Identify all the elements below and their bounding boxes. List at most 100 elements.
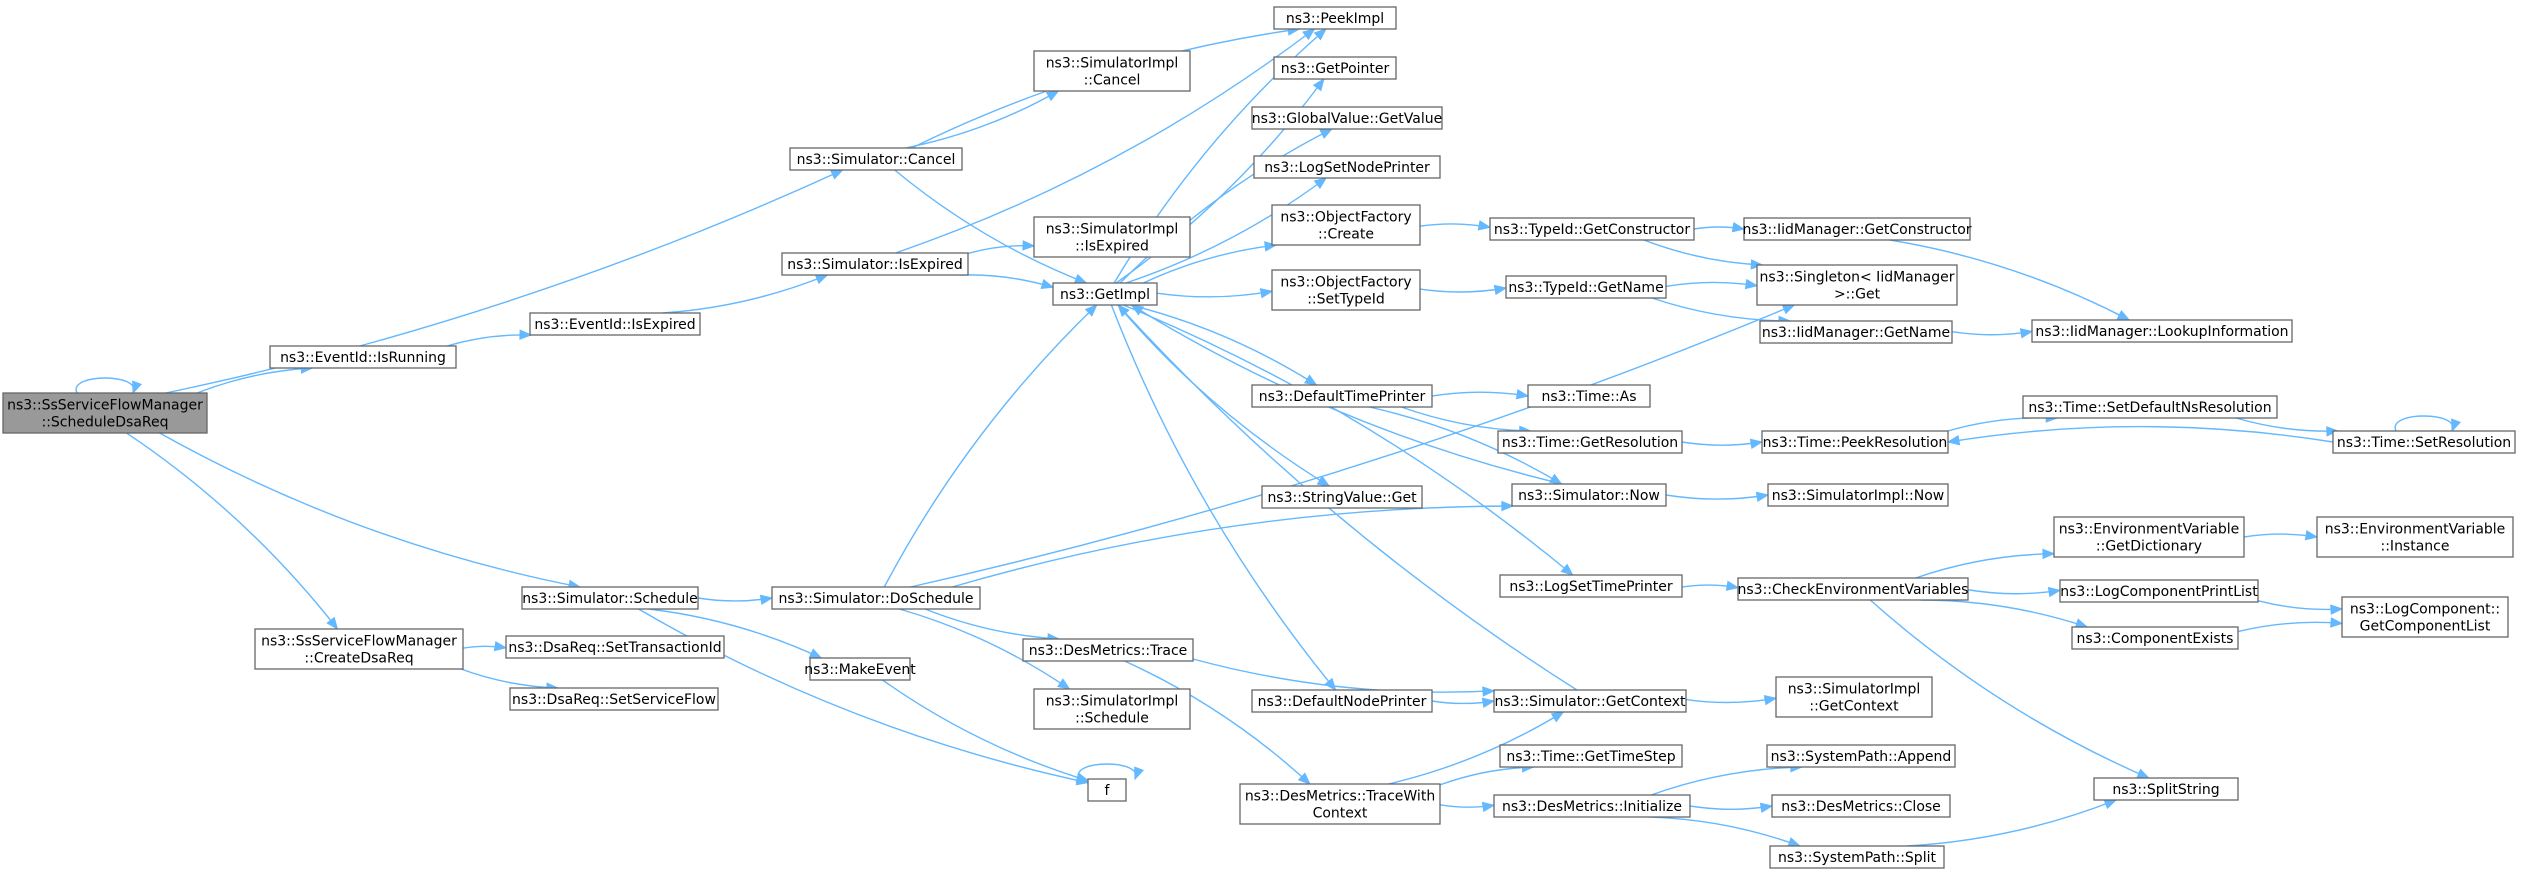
edge-iidGetName-to-iidLookup-arrowhead	[2019, 328, 2034, 339]
node-label: ns3::SimulatorImpl	[1046, 694, 1179, 710]
node-envGetDictionary[interactable]: ns3::EnvironmentVariable::GetDictionary	[2053, 516, 2245, 558]
node-label: ns3::DsaReq::SetTransactionId	[508, 640, 721, 656]
node-typeGetName[interactable]: ns3::TypeId::GetName	[1505, 275, 1667, 299]
node-eventIsExpired[interactable]: ns3::EventId::IsExpired	[529, 312, 701, 336]
node-implGetContext[interactable]: ns3::SimulatorImpl::GetContext	[1775, 676, 1933, 718]
edge-simIsExpired-to-implIsExpired-arrowhead	[1022, 240, 1036, 251]
node-getPointer[interactable]: ns3::GetPointer	[1273, 56, 1397, 80]
edge-getImpl-to-getPointer-arrowhead	[1312, 77, 1325, 92]
node-label: ns3::GlobalValue::GetValue	[1252, 111, 1442, 127]
edge-envGetDictionary-to-envInstance-arrowhead	[2304, 530, 2319, 541]
edge-typeGetName-to-singletonGet-arrowhead	[1744, 278, 1759, 290]
node-splitString[interactable]: ns3::SplitString	[2093, 777, 2239, 801]
edge-traceWithContext-to-desInitialize-arrowhead	[1481, 801, 1496, 813]
node-peekImpl[interactable]: ns3::PeekImpl	[1273, 6, 1397, 30]
node-box	[1511, 483, 1667, 507]
node-simGetContext[interactable]: ns3::Simulator::GetContext	[1493, 689, 1687, 713]
node-logGetComponentList[interactable]: ns3::LogComponent::GetComponentList	[2341, 596, 2509, 638]
node-desInitialize[interactable]: ns3::DesMetrics::Initialize	[1493, 794, 1691, 818]
node-timePeekResolution[interactable]: ns3::Time::PeekResolution	[1761, 430, 1949, 454]
edge-f-to-f-arrowhead	[1134, 766, 1144, 781]
node-simCancel[interactable]: ns3::Simulator::Cancel	[789, 147, 963, 171]
node-box	[1033, 216, 1191, 258]
node-defaultTimePrinter[interactable]: ns3::DefaultTimePrinter	[1251, 384, 1433, 408]
node-getImpl[interactable]: ns3::GetImpl	[1052, 282, 1158, 306]
node-label: ::GetContext	[1809, 699, 1899, 715]
node-timeGetTimeStep[interactable]: ns3::Time::GetTimeStep	[1499, 744, 1683, 768]
node-box	[1273, 56, 1397, 80]
node-label: ns3::EnvironmentVariable	[2059, 522, 2240, 538]
node-label: ns3::Time::PeekResolution	[1763, 435, 1948, 451]
edge-eventIsRunning-to-eventIsExpired	[446, 334, 532, 347]
node-box	[505, 635, 725, 659]
edge-desInitialize-to-sysSplit	[1649, 816, 1801, 847]
node-simSchedule[interactable]: ns3::Simulator::Schedule	[521, 586, 699, 610]
edge-doSchedule-to-implSchedule-arrowhead	[1057, 678, 1071, 690]
edge-getImpl-to-stringGet	[1117, 304, 1330, 487]
node-root[interactable]: ns3::SsServiceFlowManager::ScheduleDsaRe…	[2, 392, 208, 434]
node-implSchedule[interactable]: ns3::SimulatorImpl::Schedule	[1033, 688, 1191, 730]
node-singletonGet[interactable]: ns3::Singleton< IidManager>::Get	[1756, 264, 1958, 306]
edge-simCancel-to-getImpl-arrowhead	[1073, 273, 1088, 284]
node-stringGet[interactable]: ns3::StringValue::Get	[1261, 485, 1423, 509]
node-ofSetTypeId[interactable]: ns3::ObjectFactory::SetTypeId	[1271, 269, 1421, 311]
node-ofCreate[interactable]: ns3::ObjectFactory::Create	[1271, 204, 1421, 246]
node-sysAppend[interactable]: ns3::SystemPath::Append	[1766, 744, 1956, 768]
node-desClose[interactable]: ns3::DesMetrics::Close	[1771, 794, 1951, 818]
node-iidGetName[interactable]: ns3::IidManager::GetName	[1759, 320, 1953, 344]
node-label: ns3::ObjectFactory	[1280, 210, 1411, 226]
node-label: ns3::SimulatorImpl	[1788, 682, 1921, 698]
node-label: ns3::Time::GetTimeStep	[1506, 749, 1675, 765]
node-defaultNodePrinter[interactable]: ns3::DefaultNodePrinter	[1251, 689, 1433, 713]
node-envInstance[interactable]: ns3::EnvironmentVariable::Instance	[2316, 516, 2514, 558]
node-label: ns3::ObjectFactory	[1280, 275, 1411, 291]
node-implNow[interactable]: ns3::SimulatorImpl::Now	[1767, 483, 1949, 507]
node-implCancel[interactable]: ns3::SimulatorImpl::Cancel	[1033, 50, 1191, 92]
node-box	[2031, 319, 2293, 343]
edge-doSchedule-to-desTrace	[924, 608, 1059, 640]
edge-ofSetTypeId-to-typeGetName-arrowhead	[1493, 284, 1508, 296]
node-makeEvent[interactable]: ns3::MakeEvent	[804, 657, 916, 681]
node-label: ns3::Simulator::Now	[1518, 488, 1660, 504]
node-implIsExpired[interactable]: ns3::SimulatorImpl::IsExpired	[1033, 216, 1191, 258]
node-logComponentPrintList[interactable]: ns3::LogComponentPrintList	[2059, 579, 2259, 603]
node-sysSplit[interactable]: ns3::SystemPath::Split	[1769, 845, 1945, 869]
node-box	[1761, 430, 1949, 454]
node-eventIsRunning[interactable]: ns3::EventId::IsRunning	[269, 345, 457, 369]
node-f[interactable]: f	[1087, 778, 1127, 802]
node-typeGetConstructor[interactable]: ns3::TypeId::GetConstructor	[1489, 217, 1695, 241]
node-simIsExpired[interactable]: ns3::Simulator::IsExpired	[781, 252, 969, 276]
node-label: ns3::IidManager::GetConstructor	[1742, 222, 1971, 238]
node-doSchedule[interactable]: ns3::Simulator::DoSchedule	[771, 586, 981, 610]
node-label: ns3::LogComponent::	[2350, 602, 2500, 618]
node-setServiceFlow[interactable]: ns3::DsaReq::SetServiceFlow	[509, 687, 719, 711]
node-timeGetResolution[interactable]: ns3::Time::GetResolution	[1497, 430, 1683, 454]
node-timeAs[interactable]: ns3::Time::As	[1527, 384, 1651, 408]
node-logSetNodePrinter[interactable]: ns3::LogSetNodePrinter	[1253, 155, 1441, 179]
node-setResolution[interactable]: ns3::Time::SetResolution	[2332, 430, 2516, 454]
node-checkEnv[interactable]: ns3::CheckEnvironmentVariables	[1737, 577, 1969, 601]
edge-getImpl-to-defaultTimePrinter	[1130, 304, 1317, 386]
node-iidLookup[interactable]: ns3::IidManager::LookupInformation	[2031, 319, 2293, 343]
node-label: ns3::DesMetrics::TraceWith	[1245, 789, 1435, 805]
node-logSetTimePrinter[interactable]: ns3::LogSetTimePrinter	[1499, 574, 1683, 598]
edge-simGetContext-to-getImpl	[1117, 304, 1578, 691]
edge-defaultTimePrinter-to-timeAs-arrowhead	[1515, 389, 1530, 400]
edge-root-to-eventIsRunning	[196, 367, 313, 394]
node-label: ::Instance	[2381, 539, 2450, 555]
edge-getImpl-to-peekImpl-arrowhead	[1313, 28, 1327, 41]
node-simNow[interactable]: ns3::Simulator::Now	[1511, 483, 1667, 507]
node-createDsaReq[interactable]: ns3::SsServiceFlowManager::CreateDsaReq	[254, 628, 464, 670]
node-setTransactionId[interactable]: ns3::DsaReq::SetTransactionId	[505, 635, 725, 659]
node-componentExists[interactable]: ns3::ComponentExists	[2071, 626, 2239, 650]
node-box	[1087, 778, 1127, 802]
node-label: ns3::EventId::IsRunning	[280, 350, 446, 366]
edge-getImpl-to-ofCreate-arrowhead	[1264, 241, 1278, 252]
node-desTrace[interactable]: ns3::DesMetrics::Trace	[1022, 638, 1194, 662]
node-setDefaultNs[interactable]: ns3::Time::SetDefaultNsResolution	[2022, 395, 2278, 419]
node-globalGetValue[interactable]: ns3::GlobalValue::GetValue	[1251, 106, 1443, 130]
node-iidGetConstructor[interactable]: ns3::IidManager::GetConstructor	[1742, 217, 1972, 241]
node-box	[1052, 282, 1158, 306]
edge-logComponentPrintList-to-logGetComponentList-arrowhead	[2330, 604, 2344, 615]
